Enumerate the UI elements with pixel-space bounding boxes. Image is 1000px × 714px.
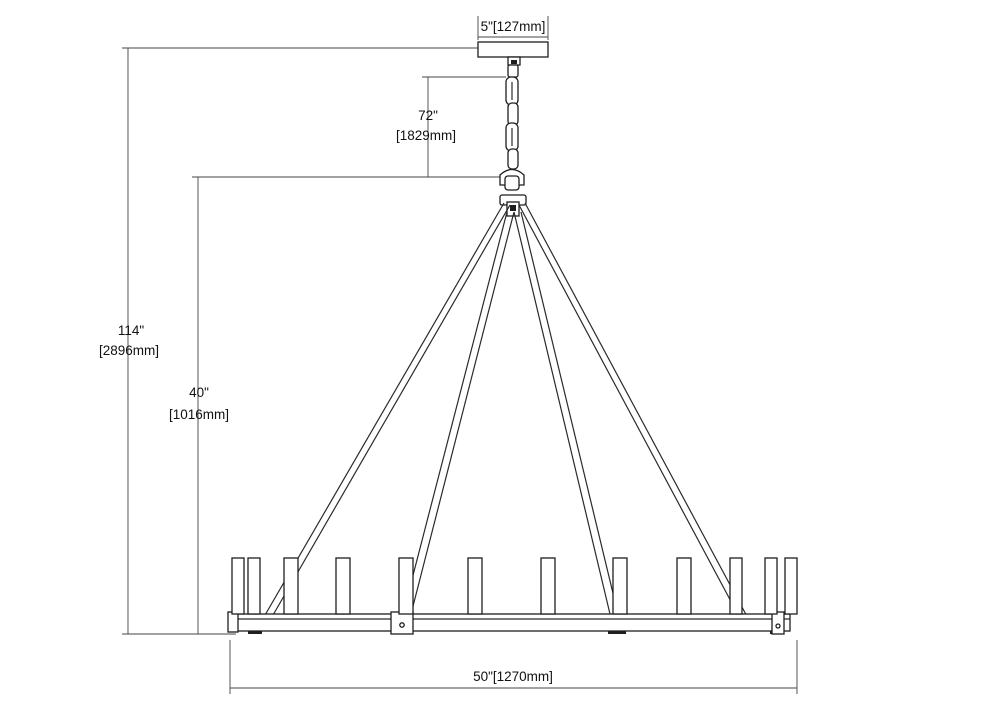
candle-sleeves [231,557,798,615]
overall-height-imperial-label: 114" [118,323,145,338]
fixture-width-label: 50"[1270mm] [473,669,553,684]
chain-length-metric-label: [1829mm] [396,128,456,143]
candle-sleeve [335,557,351,615]
candle-sleeve [467,557,483,615]
candle-sleeve [540,557,556,615]
ring-frame [227,611,791,635]
candle-sleeve [247,557,261,615]
overall-height-metric-label: [2896mm] [99,343,159,358]
support-arms [260,202,751,623]
fixture-height-imperial-label: 40" [189,385,209,400]
candle-sleeve [784,557,798,615]
chain [505,56,521,170]
canopy [477,41,549,58]
chain-length-imperial-label: 72" [418,108,438,123]
candle-sleeve [676,557,692,615]
candle-sleeve [764,557,778,615]
candle-sleeve [612,557,628,615]
dimension-lines [122,16,798,694]
fixture-height-metric-label: [1016mm] [169,407,229,422]
candle-sleeve [398,557,414,615]
hook-shackle [499,168,527,217]
candle-sleeve [231,557,245,615]
candle-sleeve [283,557,299,615]
canopy-width-label: 5"[127mm] [481,19,546,34]
candle-sleeve [729,557,743,615]
